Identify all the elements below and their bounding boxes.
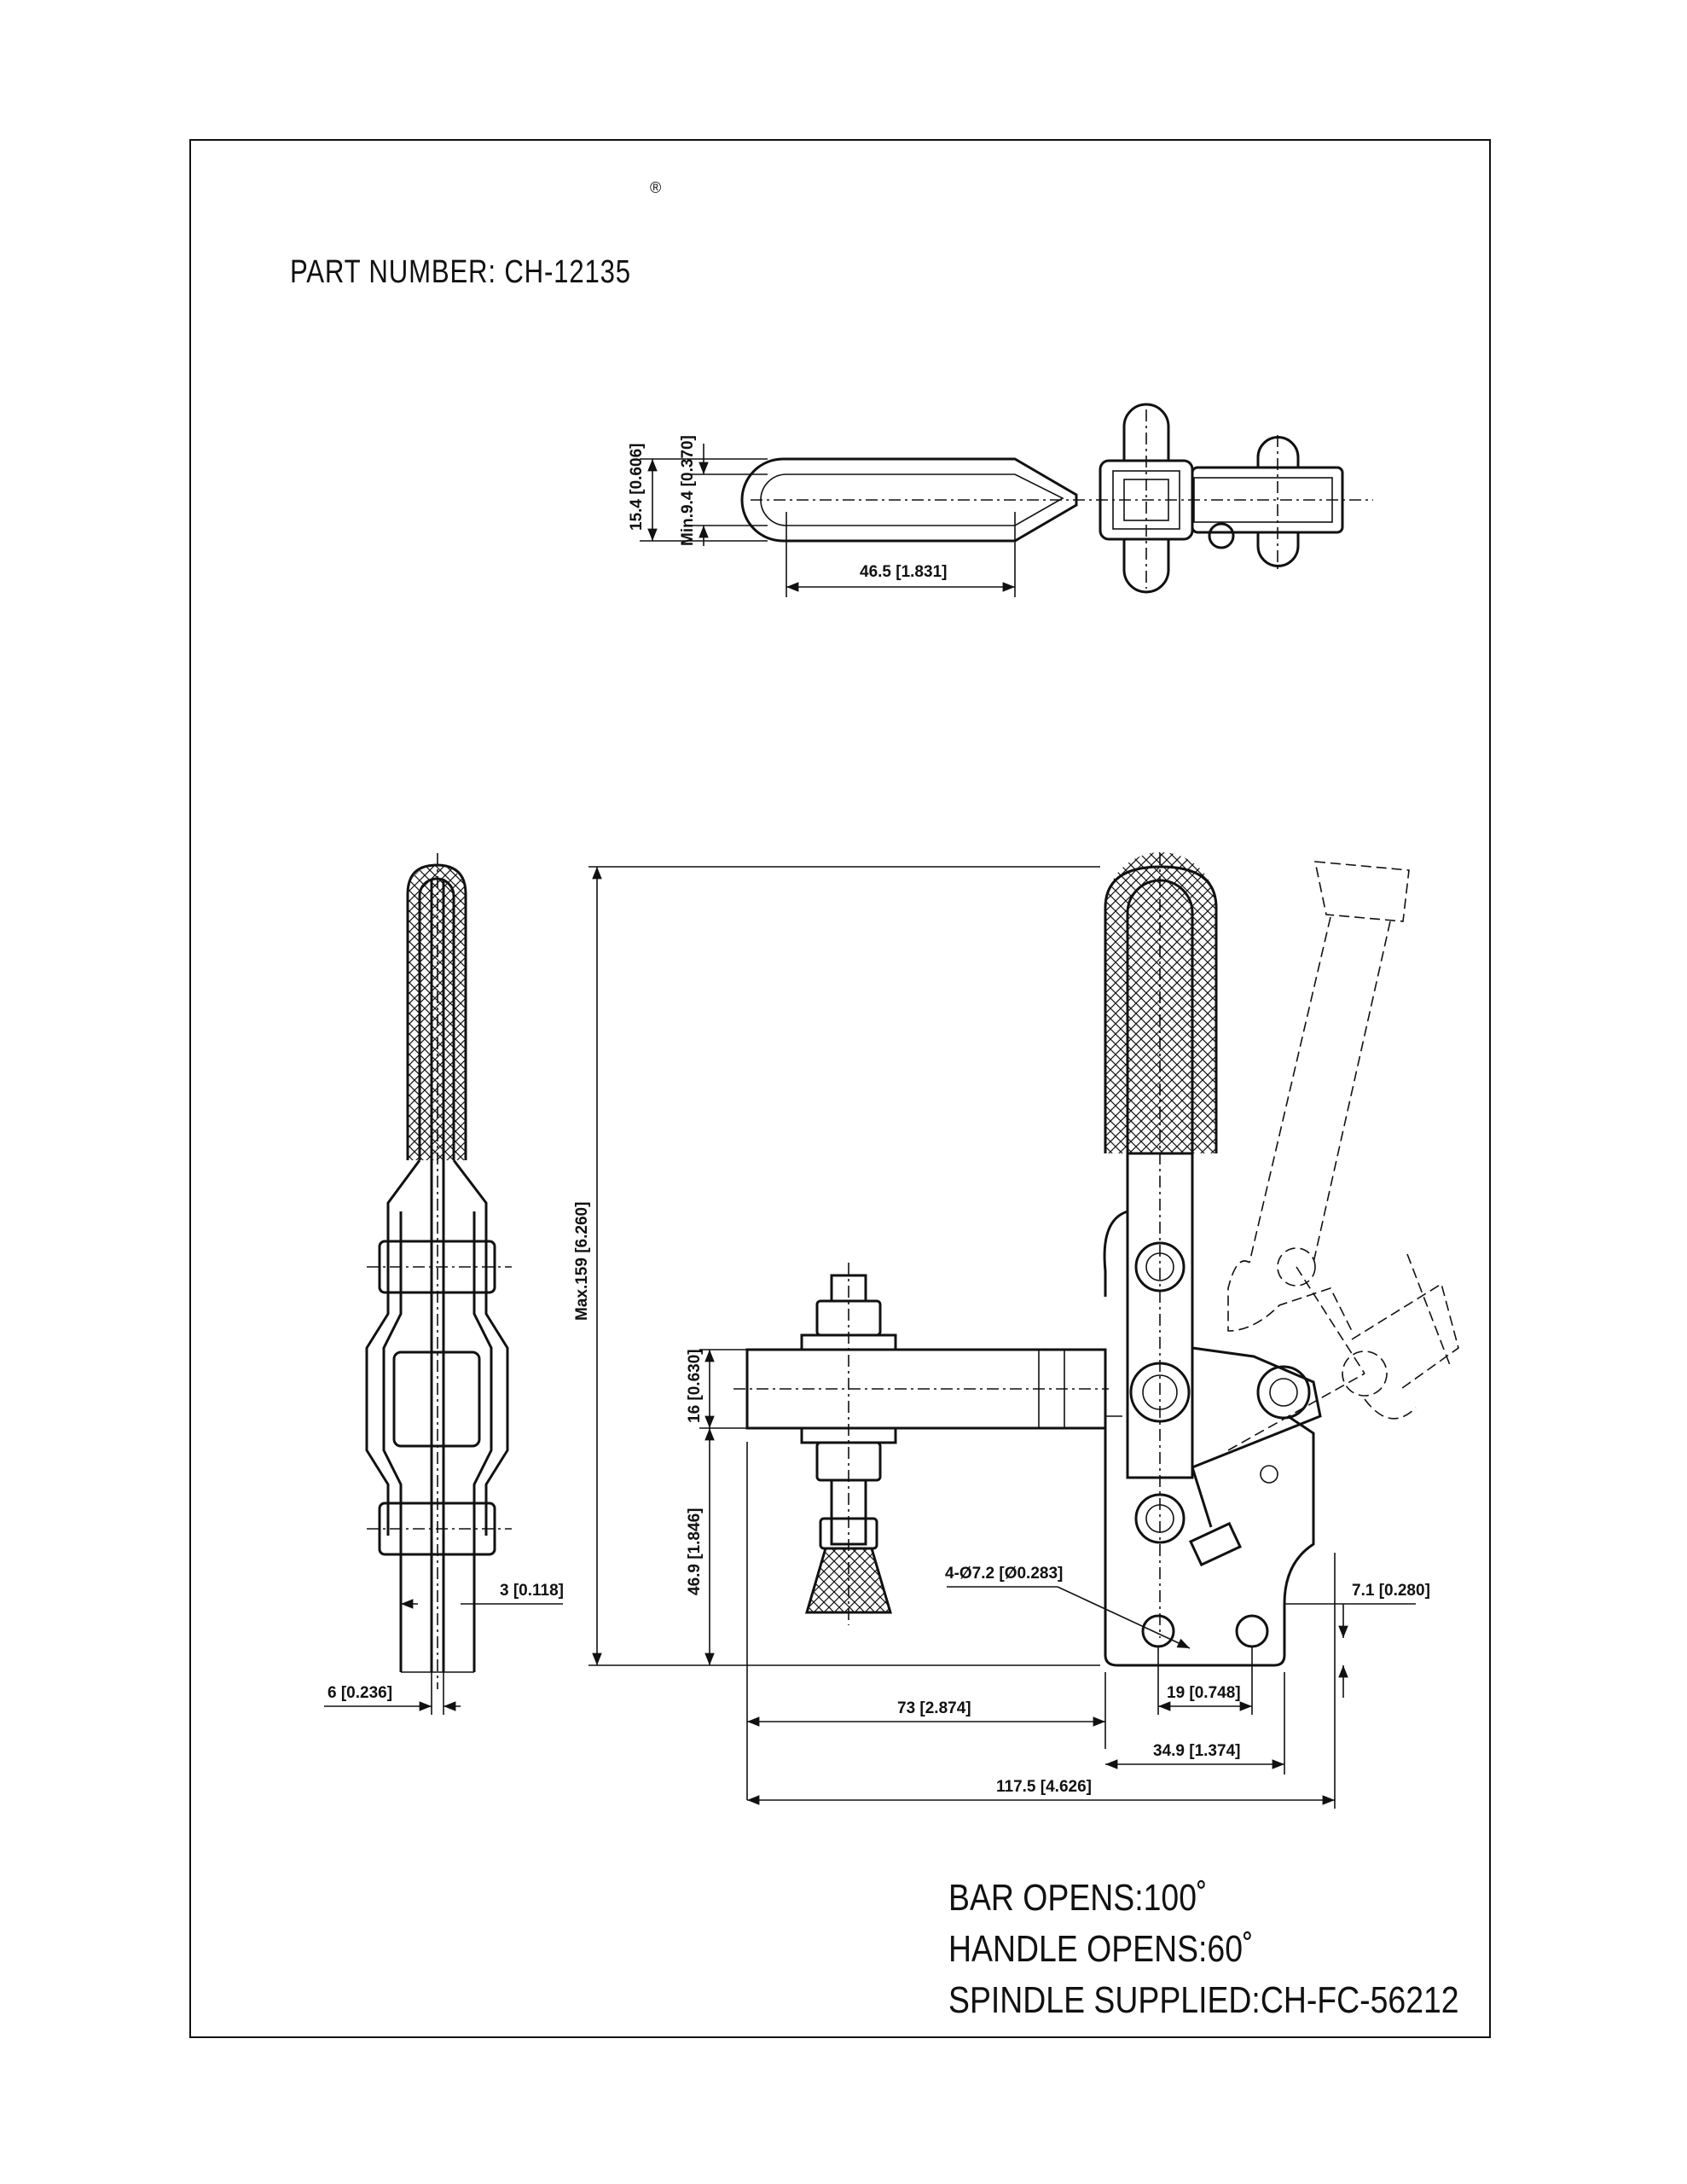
part-number: PART NUMBER: CH-12135: [290, 254, 631, 290]
dim-top-width: 15.4 [0.606]: [628, 444, 646, 531]
dim-overall-length: 117.5 [4.626]: [996, 1778, 1092, 1796]
dim-base-length: 34.9 [1.374]: [1153, 1742, 1240, 1760]
note-bar-opens: BAR OPENS:100˚: [948, 1877, 1208, 1919]
dim-hole-spacing: 19 [0.748]: [1167, 1684, 1241, 1702]
side-view: [324, 853, 563, 1715]
dim-side-width: 6 [0.236]: [328, 1684, 392, 1702]
dim-side-gap: 3 [0.118]: [500, 1582, 564, 1600]
note-handle-opens: HANDLE OPENS:60˚: [948, 1928, 1254, 1970]
dim-bar-thickness: 16 [0.630]: [686, 1349, 704, 1423]
dim-base-offset: 7.1 [0.280]: [1352, 1582, 1430, 1600]
spec-notes: BAR OPENS:100˚ HANDLE OPENS:60˚ SPINDLE …: [948, 1873, 1459, 2026]
dim-top-min: Min.9.4 [0.370]: [679, 435, 697, 546]
front-view: [588, 852, 1459, 1809]
top-view: [640, 403, 1373, 597]
dim-hole-dia: 4-Ø7.2 [Ø0.283]: [945, 1565, 1063, 1583]
dim-bar-length: 73 [2.874]: [897, 1699, 971, 1717]
drawing-border: [189, 139, 1491, 2038]
registered-mark: ®: [650, 179, 662, 196]
dim-top-length: 46.5 [1.831]: [860, 563, 947, 581]
dim-max-height: Max.159 [6.260]: [573, 1202, 591, 1321]
note-spindle: SPINDLE SUPPLIED:CH-FC-56212: [948, 1979, 1459, 2021]
dim-bar-height: 46.9 [1.846]: [686, 1508, 704, 1595]
